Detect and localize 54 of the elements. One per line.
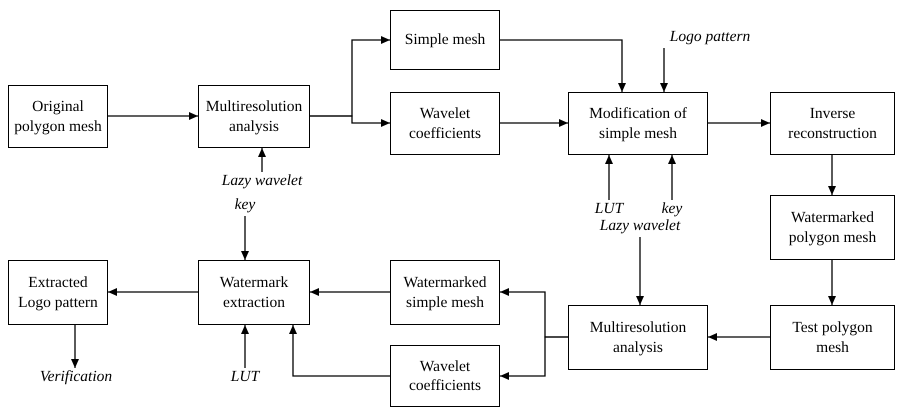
process-box (8, 260, 108, 325)
box-label: Multiresolution analysis (588, 318, 688, 357)
input-label: LUT (228, 368, 262, 387)
process-box (390, 10, 500, 70)
process-box (8, 85, 108, 148)
arrow (310, 288, 390, 296)
arrow (108, 288, 198, 296)
arrow (668, 155, 676, 200)
arrow (660, 48, 668, 92)
arrow (241, 325, 249, 368)
box-label: Watermarked simple mesh (402, 273, 488, 312)
box-label: Multiresolution analysis (204, 97, 304, 136)
arrow (828, 260, 836, 305)
arrow (708, 119, 770, 127)
arrow (636, 237, 644, 305)
arrow (289, 325, 390, 377)
arrow (310, 115, 390, 127)
box-label: Modification of simple mesh (588, 104, 688, 143)
box-label: Watermarked polygon mesh (788, 208, 878, 247)
process-box (770, 305, 895, 370)
process-box (770, 195, 895, 260)
process-box (198, 260, 310, 325)
arrow (258, 148, 266, 172)
box-label: Watermark extraction (218, 273, 290, 312)
arrow (828, 155, 836, 195)
input-label: Lazy wavelet (210, 172, 314, 191)
input-label: Lazy wavelet (580, 217, 700, 236)
input-label: key (658, 200, 686, 219)
process-box (770, 92, 895, 155)
box-label: Wavelet coefficients (408, 104, 482, 143)
arrow (108, 112, 198, 120)
process-box (568, 305, 708, 370)
input-label: LUT (592, 200, 626, 219)
arrow (708, 333, 770, 341)
input-label: Logo pattern (657, 28, 763, 47)
box-label: Test polygon mesh (791, 318, 874, 357)
process-box (198, 85, 310, 148)
arrow (605, 155, 613, 200)
arrow (500, 39, 626, 92)
process-box (390, 92, 500, 155)
box-label: Simple mesh (404, 30, 486, 50)
arrow (241, 216, 249, 260)
box-label: Wavelet coefficients (408, 356, 482, 396)
input-label: Verification (26, 368, 126, 387)
arrow (71, 325, 79, 368)
process-box (568, 92, 708, 155)
process-box (390, 260, 500, 325)
process-box (390, 345, 500, 407)
box-label: Inverse reconstruction (787, 104, 878, 143)
arrow (500, 336, 568, 380)
box-label: Original polygon mesh (13, 97, 103, 136)
box-label: Extracted Logo pattern (17, 273, 99, 312)
input-label: key (231, 196, 259, 215)
arrow (500, 119, 568, 127)
